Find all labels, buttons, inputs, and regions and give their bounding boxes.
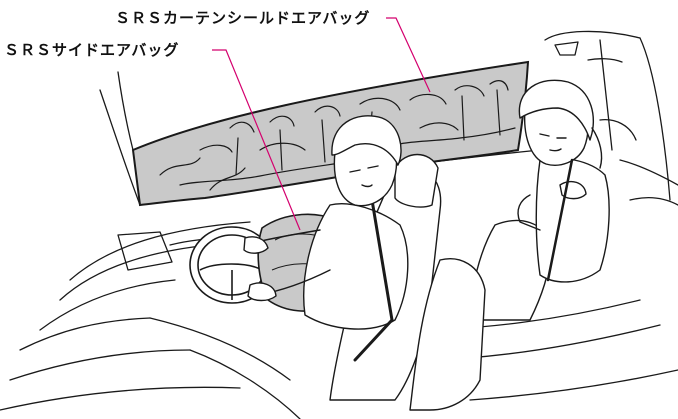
driver-figure — [243, 115, 442, 401]
side-airbag-label: ＳＲＳサイドエアバッグ — [4, 41, 179, 59]
passenger-seat — [409, 219, 551, 411]
curtain-shield-airbag — [131, 60, 530, 207]
side-airbag-leader — [212, 49, 301, 231]
curtain-airbag-label: ＳＲＳカーテンシールドエアバッグ — [115, 9, 370, 27]
rear-passenger-figure — [517, 79, 610, 283]
leader-lines — [212, 17, 431, 231]
curtain-airbag-leader — [386, 17, 431, 93]
